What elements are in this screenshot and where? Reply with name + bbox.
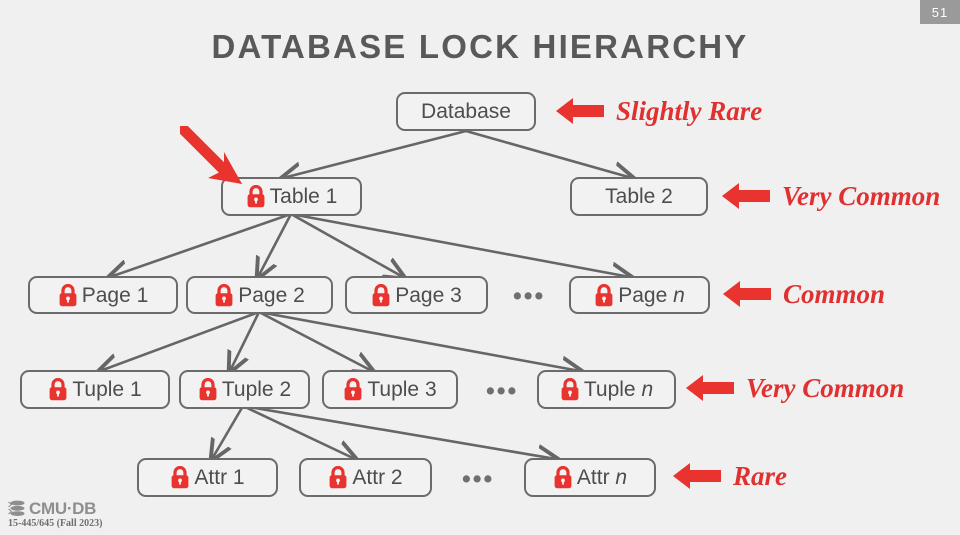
annotation-tuple-label: Very Common bbox=[746, 372, 905, 403]
node-pagen-label: Page n bbox=[618, 285, 685, 306]
node-pagen-label-index: n bbox=[673, 283, 685, 307]
node-table2-label: Table 2 bbox=[605, 185, 673, 208]
annotation-table: Very Common bbox=[722, 181, 940, 211]
node-page2[interactable]: Page 2 bbox=[186, 276, 333, 314]
node-pagen-label-text: Page bbox=[618, 283, 674, 307]
attrs-ellipsis: ••• bbox=[462, 465, 495, 493]
red-pointer-arrow-icon bbox=[180, 126, 242, 184]
node-page1[interactable]: Page 1 bbox=[28, 276, 178, 314]
lock-icon bbox=[561, 378, 579, 401]
node-page3-label: Page 3 bbox=[395, 283, 462, 307]
lock-icon bbox=[199, 378, 217, 401]
annotation-page-label: Common bbox=[783, 278, 886, 309]
lock-icon bbox=[344, 378, 362, 401]
node-pagen[interactable]: Page n bbox=[569, 276, 710, 314]
red-left-arrow-icon bbox=[686, 375, 734, 401]
annotation-table-label: Very Common bbox=[782, 180, 941, 211]
node-page2-label: Page 2 bbox=[238, 283, 305, 307]
node-table2[interactable]: Table 2 bbox=[570, 177, 708, 216]
node-attr2[interactable]: Attr 2 bbox=[299, 458, 432, 497]
logo-text: CMU·DB bbox=[29, 499, 97, 518]
node-attrn-label-index: n bbox=[615, 466, 628, 489]
node-page1-label: Page 1 bbox=[81, 283, 149, 307]
lock-icon bbox=[215, 283, 233, 306]
cmu-db-logo: CMU·DB bbox=[8, 500, 102, 517]
node-tuple2-label: Tuple 2 bbox=[221, 378, 292, 401]
node-database[interactable]: Database bbox=[396, 92, 536, 131]
node-attr2-label: Attr 2 bbox=[352, 466, 403, 489]
node-tuple3[interactable]: Tuple 3 bbox=[322, 370, 458, 409]
node-attrn-label: Attr n bbox=[577, 467, 627, 488]
lock-icon bbox=[247, 185, 265, 208]
lock-icon bbox=[554, 466, 572, 489]
node-attrn[interactable]: Attr n bbox=[524, 458, 656, 497]
red-left-arrow-icon bbox=[556, 98, 604, 124]
lock-icon bbox=[372, 283, 390, 306]
node-tuplen-label-text: Tuple bbox=[583, 378, 642, 401]
red-left-arrow-icon bbox=[723, 281, 771, 307]
node-tuple2[interactable]: Tuple 2 bbox=[179, 370, 310, 409]
node-attr1[interactable]: Attr 1 bbox=[137, 458, 278, 497]
node-tuple1-label: Tuple 1 bbox=[72, 378, 142, 401]
footer: CMU·DB 15-445/645 (Fall 2023) bbox=[8, 500, 102, 529]
lock-icon bbox=[330, 466, 347, 489]
node-database-label: Database bbox=[421, 100, 511, 123]
red-left-arrow-icon bbox=[722, 183, 770, 209]
node-attrn-label-text: Attr bbox=[576, 466, 616, 489]
lock-icon bbox=[49, 378, 67, 401]
tuples-ellipsis: ••• bbox=[486, 377, 519, 405]
node-tuple1[interactable]: Tuple 1 bbox=[20, 370, 170, 409]
annotation-attr: Rare bbox=[673, 461, 787, 491]
node-tuplen[interactable]: Tuple n bbox=[537, 370, 676, 409]
annotation-database-label: Slightly Rare bbox=[616, 95, 763, 126]
database-cylinder-logo-icon bbox=[8, 500, 25, 516]
red-left-arrow-icon bbox=[673, 463, 721, 489]
pages-ellipsis: ••• bbox=[513, 282, 546, 310]
lock-icon bbox=[172, 466, 189, 489]
node-table1-label: Table 1 bbox=[269, 185, 338, 208]
page-number-badge: 51 bbox=[920, 0, 960, 24]
node-tuple3-label: Tuple 3 bbox=[367, 378, 437, 401]
annotation-tuple: Very Common bbox=[686, 373, 904, 403]
lock-icon bbox=[595, 283, 613, 306]
lock-icon bbox=[59, 283, 77, 306]
page-title: DATABASE LOCK HIERARCHY bbox=[211, 28, 749, 65]
annotation-page: Common bbox=[723, 279, 885, 309]
node-attr1-label: Attr 1 bbox=[194, 466, 245, 489]
annotation-attr-label: Rare bbox=[733, 460, 787, 491]
node-tuplen-label: Tuple n bbox=[584, 379, 653, 400]
node-page3[interactable]: Page 3 bbox=[345, 276, 488, 314]
course-label: 15-445/645 (Fall 2023) bbox=[8, 518, 103, 529]
annotation-database: Slightly Rare bbox=[556, 96, 762, 126]
node-tuplen-label-index: n bbox=[641, 378, 654, 401]
